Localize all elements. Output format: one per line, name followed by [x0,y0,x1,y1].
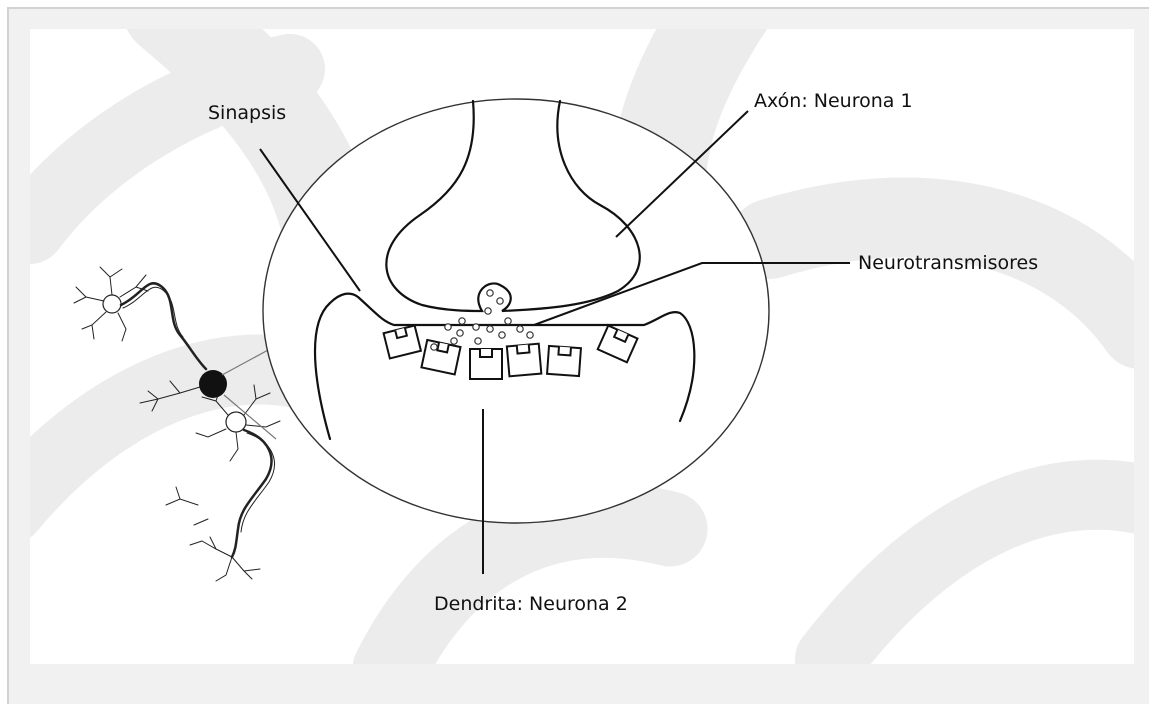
terminal-branches [166,487,260,581]
label-dendrite: Dendrita: Neurona 2 [434,595,628,614]
label-neurotransmitters: Neurotransmisores [858,254,1038,273]
upper-soma [103,295,121,313]
diagram-canvas [30,29,1134,664]
label-synapse: Sinapsis [208,104,286,123]
receptor [547,346,581,376]
receptor [470,349,502,379]
label-axon: Axón: Neurona 1 [754,92,913,111]
receptor [507,344,541,377]
upper-dendrites [74,267,148,341]
synapse-diagram: Sinapsis Axón: Neurona 1 Neurotransmisor… [30,29,1134,664]
lower-soma [226,412,246,432]
receptor [421,340,460,374]
